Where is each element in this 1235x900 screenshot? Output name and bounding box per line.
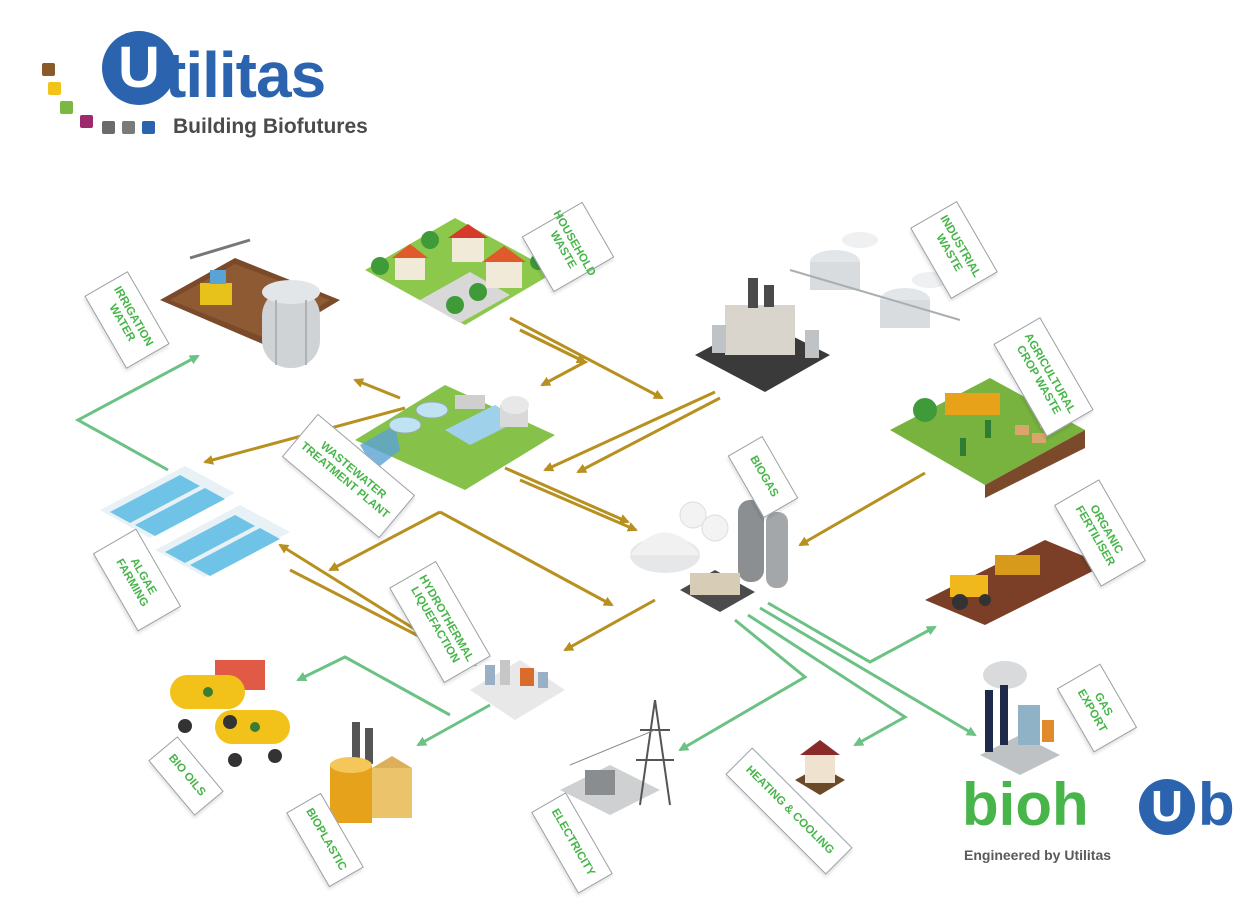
arrow-household-to-wwtp: [519, 328, 589, 387]
logo-square-purple: [80, 115, 93, 128]
arrow-wwtp-to-biogas-1: [504, 466, 630, 524]
arrow-wwtp-to-irrigation: [353, 378, 401, 400]
farm-irrigation-icon: [160, 238, 340, 368]
biohub-word-part1: bioh: [962, 771, 1089, 838]
industrial-plant-icon: [695, 232, 961, 392]
bioplastic-factory-icon: [330, 722, 412, 823]
arrow-biogas-to-gas-export: [759, 606, 977, 737]
tractor-field-icon: [925, 540, 1105, 625]
biohub-tagline: Engineered by Utilitas: [964, 847, 1112, 863]
arrow-biogas-to-heating: [747, 613, 908, 747]
arrow-biogas-to-electricity: [678, 618, 808, 752]
arrow-wwtp-to-biogas-2: [519, 478, 638, 532]
biohub-logo: bioh U b Engineered by Utilitas: [962, 771, 1235, 870]
biogas-digester-icon: [630, 500, 788, 612]
arrow-algae-to-irrigation: [74, 354, 200, 472]
logo-square-grey2: [122, 121, 135, 134]
input-arrows: [203, 316, 926, 667]
arrow-htl-to-bio-oils: [296, 655, 451, 717]
utilitas-logo: U tilitas Building Biofutures: [40, 25, 370, 145]
gas-export-plant-icon: [980, 661, 1060, 775]
logo-square-yellow: [48, 82, 61, 95]
biohub-u-circle: U: [1139, 779, 1195, 835]
output-arrows: [74, 354, 977, 752]
arrow-industrial-to-biogas-1: [543, 390, 716, 472]
logo-square-blue: [142, 121, 155, 134]
power-pylon-icon: [560, 699, 674, 815]
logo-square-brown: [42, 63, 55, 76]
arrow-hub-to-biogas: [439, 510, 614, 607]
arrow-biogas-to-fertiliser: [767, 601, 937, 664]
arrow-htl-to-bioplastic: [416, 703, 491, 747]
wastewater-plant-icon: [355, 385, 555, 490]
arrow-hub-to-algae: [328, 510, 441, 572]
arrow-household-to-biogas-1: [509, 316, 664, 400]
house-icon: [795, 740, 845, 795]
logo-u-circle: U: [102, 31, 176, 105]
houses-icon: [365, 218, 555, 325]
algae-ponds-icon: [100, 466, 290, 577]
hydrothermal-unit-icon: [470, 660, 565, 720]
arrow-industrial-to-biogas-2: [576, 396, 721, 474]
tanker-trucks-icon: [170, 660, 290, 767]
logo-square-grey: [102, 121, 115, 134]
arrow-agri-to-biogas: [798, 471, 926, 547]
logo-tagline: Building Biofutures: [173, 115, 368, 138]
arrow-biogas-to-htl: [563, 598, 656, 652]
logo-wordmark: tilitas: [165, 39, 326, 111]
logo-square-green: [60, 101, 73, 114]
biohub-word-part2: b: [1198, 771, 1235, 838]
